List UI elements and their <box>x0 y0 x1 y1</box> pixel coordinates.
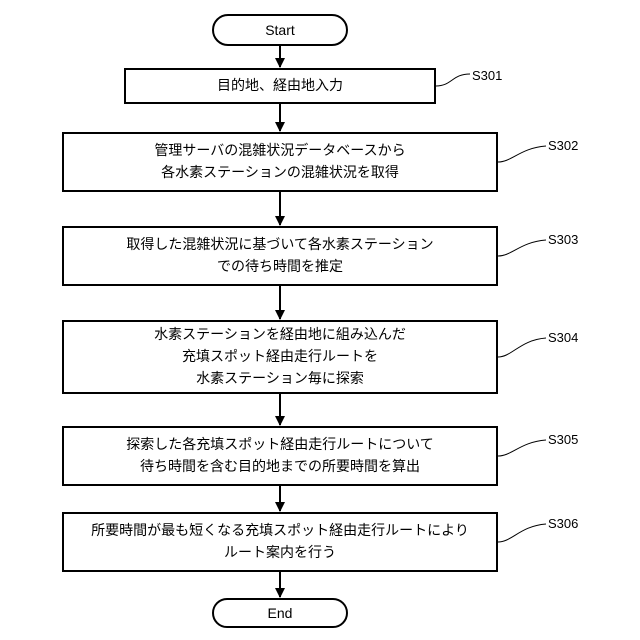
leader-line <box>498 240 546 256</box>
step-text-line: ルート案内を行う <box>91 542 469 564</box>
step-text-line: 待ち時間を含む目的地までの所要時間を算出 <box>126 456 434 478</box>
leader-line <box>498 338 546 357</box>
leader-line <box>498 146 546 162</box>
end-terminal: End <box>212 598 348 628</box>
leader-line <box>498 440 546 456</box>
step-text-line: 管理サーバの混雑状況データベースから <box>154 140 405 162</box>
start-label: Start <box>265 22 295 38</box>
step-label-s301: S301 <box>472 68 502 83</box>
step-text-line: 水素ステーション毎に探索 <box>154 368 406 390</box>
step-label-s302: S302 <box>548 138 578 153</box>
leader-line <box>498 524 546 542</box>
step-text-line: 探索した各充填スポット経由走行ルートについて <box>126 434 434 456</box>
step-text-line: 目的地、経由地入力 <box>217 75 343 97</box>
process-step-s304: 水素ステーションを経由地に組み込んだ 充填スポット経由走行ルートを 水素ステーシ… <box>62 320 498 394</box>
step-text-line: 所要時間が最も短くなる充填スポット経由走行ルートにより <box>91 520 469 542</box>
process-step-s302: 管理サーバの混雑状況データベースから 各水素ステーションの混雑状況を取得 <box>62 132 498 192</box>
step-text-line: 取得した混雑状況に基づいて各水素ステーション <box>126 234 433 256</box>
start-terminal: Start <box>212 14 348 46</box>
process-step-s306: 所要時間が最も短くなる充填スポット経由走行ルートにより ルート案内を行う <box>62 512 498 572</box>
process-step-s303: 取得した混雑状況に基づいて各水素ステーション での待ち時間を推定 <box>62 226 498 286</box>
step-text-line: での待ち時間を推定 <box>126 256 433 278</box>
step-text-line: 充填スポット経由走行ルートを <box>154 346 406 368</box>
step-label-s306: S306 <box>548 516 578 531</box>
step-label-s305: S305 <box>548 432 578 447</box>
step-label-s303: S303 <box>548 232 578 247</box>
end-label: End <box>268 605 293 621</box>
step-text-line: 各水素ステーションの混雑状況を取得 <box>154 162 405 184</box>
step-text-line: 水素ステーションを経由地に組み込んだ <box>154 324 406 346</box>
leader-line <box>436 74 470 86</box>
step-label-s304: S304 <box>548 330 578 345</box>
process-step-s301: 目的地、経由地入力 <box>124 68 436 104</box>
process-step-s305: 探索した各充填スポット経由走行ルートについて 待ち時間を含む目的地までの所要時間… <box>62 426 498 486</box>
